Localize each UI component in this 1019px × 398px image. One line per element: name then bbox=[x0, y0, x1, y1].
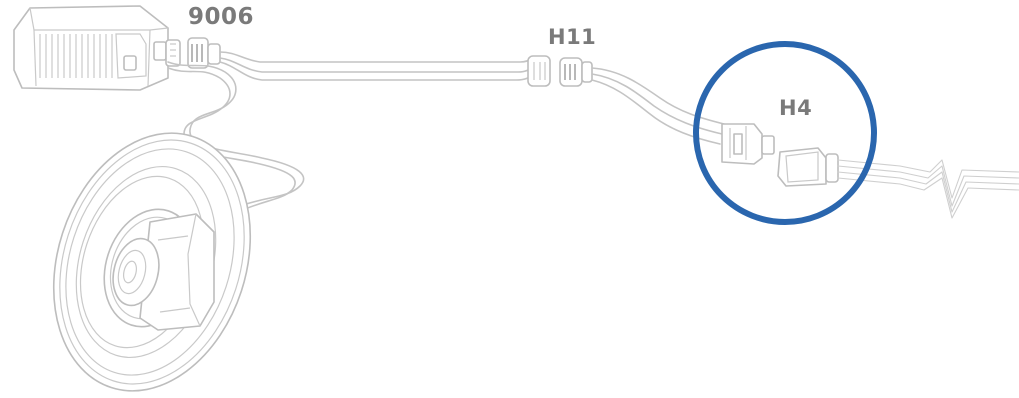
connector-9006 bbox=[165, 37, 221, 69]
h4-highlight-circle bbox=[693, 41, 877, 225]
h4-socket bbox=[777, 147, 839, 187]
vehicle-harness-wire bbox=[837, 159, 1019, 219]
connector-label-h4: H4 bbox=[779, 96, 813, 120]
connector-h11 bbox=[527, 55, 593, 87]
connector-label-9006: 9006 bbox=[188, 4, 255, 30]
connector-label-h11: H11 bbox=[548, 25, 597, 49]
main-harness-wire bbox=[219, 51, 533, 81]
connector-plug-icon bbox=[721, 123, 775, 165]
ballast-box-icon bbox=[13, 5, 169, 91]
headlight-bulb-icon bbox=[52, 132, 252, 392]
adapter-wire bbox=[591, 67, 725, 145]
